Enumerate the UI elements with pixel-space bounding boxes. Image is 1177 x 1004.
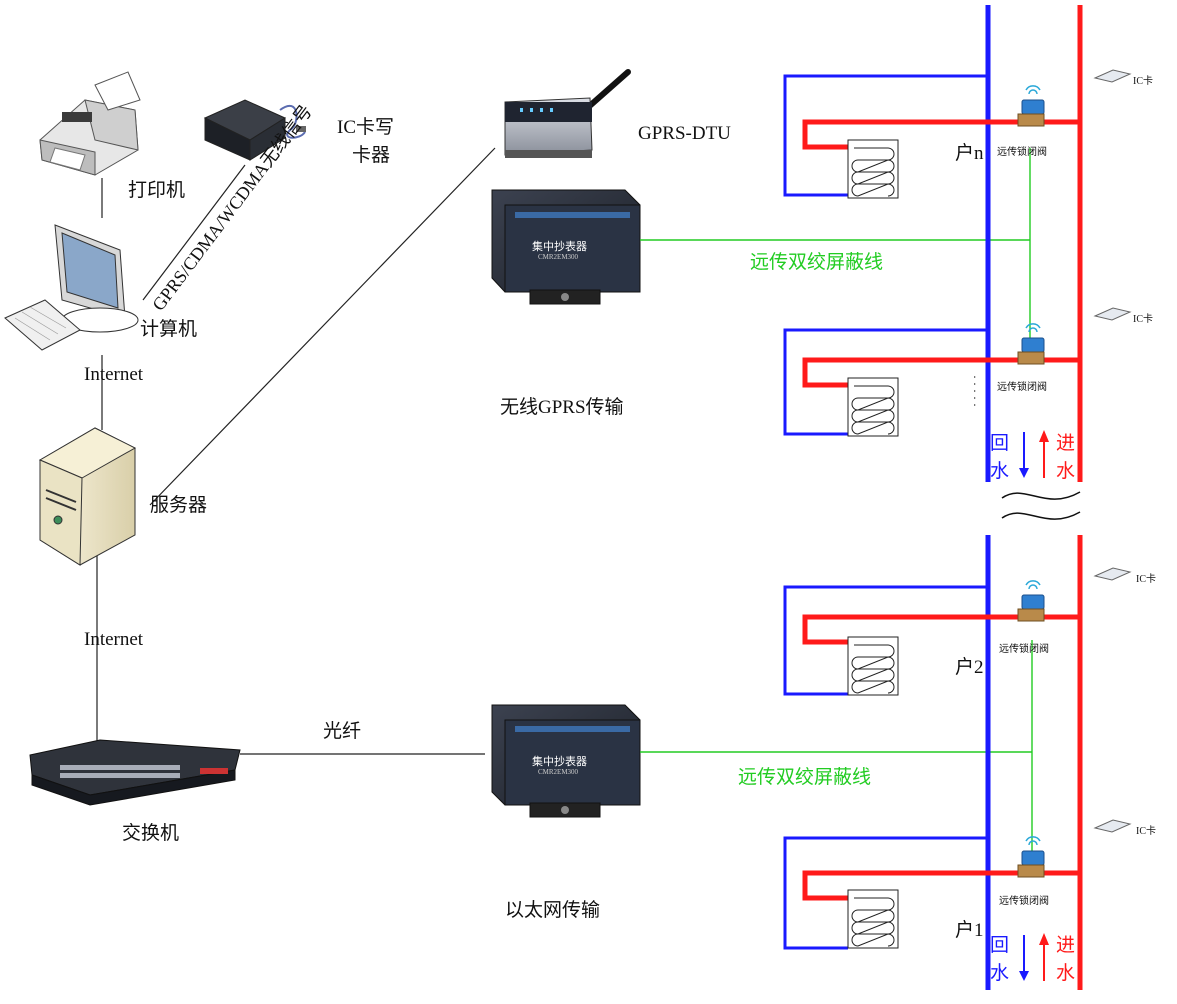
ic-card-label-n: IC卡	[1133, 76, 1153, 87]
server-label: 服务器	[150, 495, 208, 516]
valve-label-1: 远传锁闭阀	[999, 896, 1049, 907]
network-lines	[96, 147, 496, 755]
dots-separator: · · · · ·	[968, 375, 982, 407]
household-n-loop	[783, 69, 1132, 199]
return-label-bottom-2: 水	[990, 963, 1010, 984]
concentrator-top-icon	[491, 189, 641, 305]
concentrator-bottom-model: CMR2EM300	[538, 768, 579, 776]
ic-card-label-2: IC卡	[1136, 574, 1156, 585]
break-symbol	[1001, 491, 1081, 520]
supply-label-top-1: 进	[1056, 433, 1076, 454]
card-writer-icon	[203, 99, 306, 161]
household-1-loop	[783, 819, 1132, 950]
supply-label-bottom-1: 进	[1056, 935, 1076, 956]
concentrator-top-model: CMR2EM300	[538, 253, 579, 261]
supply-label-top-2: 水	[1056, 461, 1076, 482]
concentrator-bottom-title: 集中抄表器	[532, 756, 587, 768]
ic-card-icon	[1093, 567, 1132, 581]
concentrator-top-title: 集中抄表器	[532, 241, 587, 253]
return-label-top-1: 回	[990, 433, 1010, 454]
valve-icon	[1017, 836, 1045, 878]
valve-icon	[1017, 85, 1045, 127]
valve-icon	[1017, 580, 1045, 622]
return-label-top-2: 水	[990, 461, 1010, 482]
valve-label-2: 远传锁闭阀	[999, 644, 1049, 655]
gprs-dtu-icon	[504, 69, 631, 158]
ic-card-label-n1: IC卡	[1133, 314, 1153, 325]
internet-top-label: Internet	[84, 364, 144, 385]
household-1-label: 户1	[955, 920, 984, 941]
household-n-label: 户n	[955, 143, 984, 164]
household-2-label: 户2	[955, 657, 984, 678]
gprs-dtu-label: GPRS-DTU	[638, 123, 731, 144]
switch-label: 交换机	[122, 823, 180, 844]
household-2-loop	[783, 567, 1132, 696]
concentrator-bottom-icon	[491, 704, 641, 818]
computer-cardwriter-line	[142, 164, 246, 301]
household-n1-loop	[783, 307, 1132, 437]
supply-label-bottom-2: 水	[1056, 963, 1076, 984]
server-icon	[38, 427, 137, 566]
printer-icon	[39, 71, 141, 176]
twisted-pair-bottom-label: 远传双绞屏蔽线	[738, 767, 872, 788]
return-label-bottom-1: 回	[990, 935, 1010, 956]
server-dtu-wireless-line	[149, 147, 496, 506]
valve-icon	[1017, 323, 1045, 365]
switch-icon	[29, 739, 241, 806]
heating-coil-icon	[847, 377, 899, 437]
computer-icon	[4, 224, 139, 351]
signal-wires	[640, 148, 1033, 858]
flow-arrows	[1019, 430, 1049, 981]
ic-card-icon	[1093, 819, 1132, 833]
wireless-caption: 无线GPRS传输	[500, 397, 624, 418]
ic-card-icon	[1093, 307, 1132, 321]
card-writer-label-2: 卡器	[352, 145, 391, 166]
computer-label: 计算机	[140, 319, 198, 340]
heating-coil-icon	[847, 889, 899, 949]
ic-card-icon	[1093, 69, 1132, 83]
fiber-label: 光纤	[323, 721, 362, 742]
printer-label: 打印机	[128, 180, 186, 201]
card-writer-label-1: IC卡写	[337, 117, 395, 138]
twisted-pair-top-label: 远传双绞屏蔽线	[750, 252, 884, 273]
heating-coil-icon	[847, 636, 899, 696]
ethernet-caption: 以太网传输	[505, 900, 601, 921]
risers	[985, 5, 1083, 990]
heating-coil-icon	[847, 139, 899, 199]
valve-label-n: 远传锁闭阀	[997, 147, 1047, 158]
valve-label-n1: 远传锁闭阀	[997, 382, 1047, 393]
internet-bottom-label: Internet	[84, 629, 144, 650]
ic-card-label-1: IC卡	[1136, 826, 1156, 837]
